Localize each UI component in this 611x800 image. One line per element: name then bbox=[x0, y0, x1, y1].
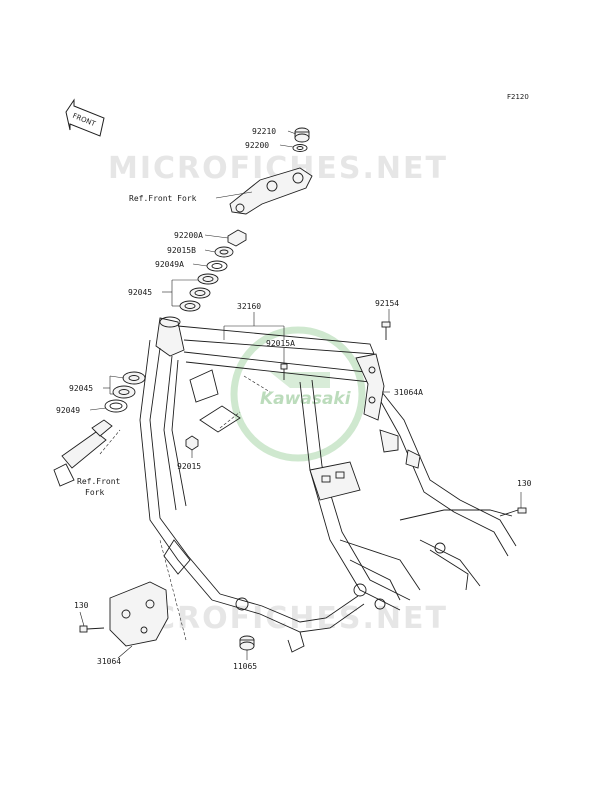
bearing-92045-upper bbox=[179, 273, 219, 312]
bolt-92154 bbox=[381, 321, 391, 340]
main-frame-32160 bbox=[139, 316, 517, 653]
front-direction-badge: FRONT bbox=[65, 98, 105, 137]
figure-code: F2120 bbox=[507, 93, 529, 101]
kawasaki-logo: Kawasaki bbox=[230, 326, 366, 462]
cap-11065 bbox=[239, 635, 255, 651]
washer-92200 bbox=[292, 144, 308, 152]
upper-bracket bbox=[229, 167, 313, 215]
label-ref-front-fork-lower-1: Ref.Front bbox=[77, 477, 121, 486]
bearing-92015B bbox=[214, 246, 234, 258]
label-130-left: 130 bbox=[74, 601, 89, 610]
front-fork-reference-part bbox=[53, 419, 113, 487]
logo-text: Kawasaki bbox=[260, 389, 352, 409]
stem-nut bbox=[227, 229, 247, 247]
bearing-92045-lower bbox=[112, 371, 146, 399]
label-ref-front-fork-top: Ref.Front Fork bbox=[129, 194, 197, 203]
label-92200: 92200 bbox=[245, 141, 269, 150]
seal-92049 bbox=[104, 399, 128, 413]
label-32160: 32160 bbox=[237, 302, 261, 311]
label-92045-upper: 92045 bbox=[128, 288, 152, 297]
bracket-31064 bbox=[109, 581, 169, 647]
label-ref-front-fork-lower-2: Fork bbox=[85, 488, 104, 497]
label-92015A: 92015A bbox=[266, 339, 295, 348]
nut-92015 bbox=[185, 435, 199, 451]
label-31064A: 31064A bbox=[394, 388, 423, 397]
bracket-31064A bbox=[355, 353, 385, 421]
label-31064: 31064 bbox=[97, 657, 121, 666]
bolt-130-right bbox=[499, 507, 527, 517]
label-11065: 11065 bbox=[233, 662, 257, 671]
label-92045-lower: 92045 bbox=[69, 384, 93, 393]
leader-lines bbox=[79, 130, 522, 660]
label-92154: 92154 bbox=[375, 299, 399, 308]
cap-92210 bbox=[294, 127, 310, 143]
label-130-right: 130 bbox=[517, 479, 532, 488]
seal-92049A bbox=[206, 260, 228, 272]
bolt-130-left bbox=[79, 625, 105, 633]
label-92015: 92015 bbox=[177, 462, 201, 471]
label-92200A: 92200A bbox=[174, 231, 203, 240]
label-92015B: 92015B bbox=[167, 246, 196, 255]
label-92210: 92210 bbox=[252, 127, 276, 136]
label-92049A: 92049A bbox=[155, 260, 184, 269]
label-92049: 92049 bbox=[56, 406, 80, 415]
